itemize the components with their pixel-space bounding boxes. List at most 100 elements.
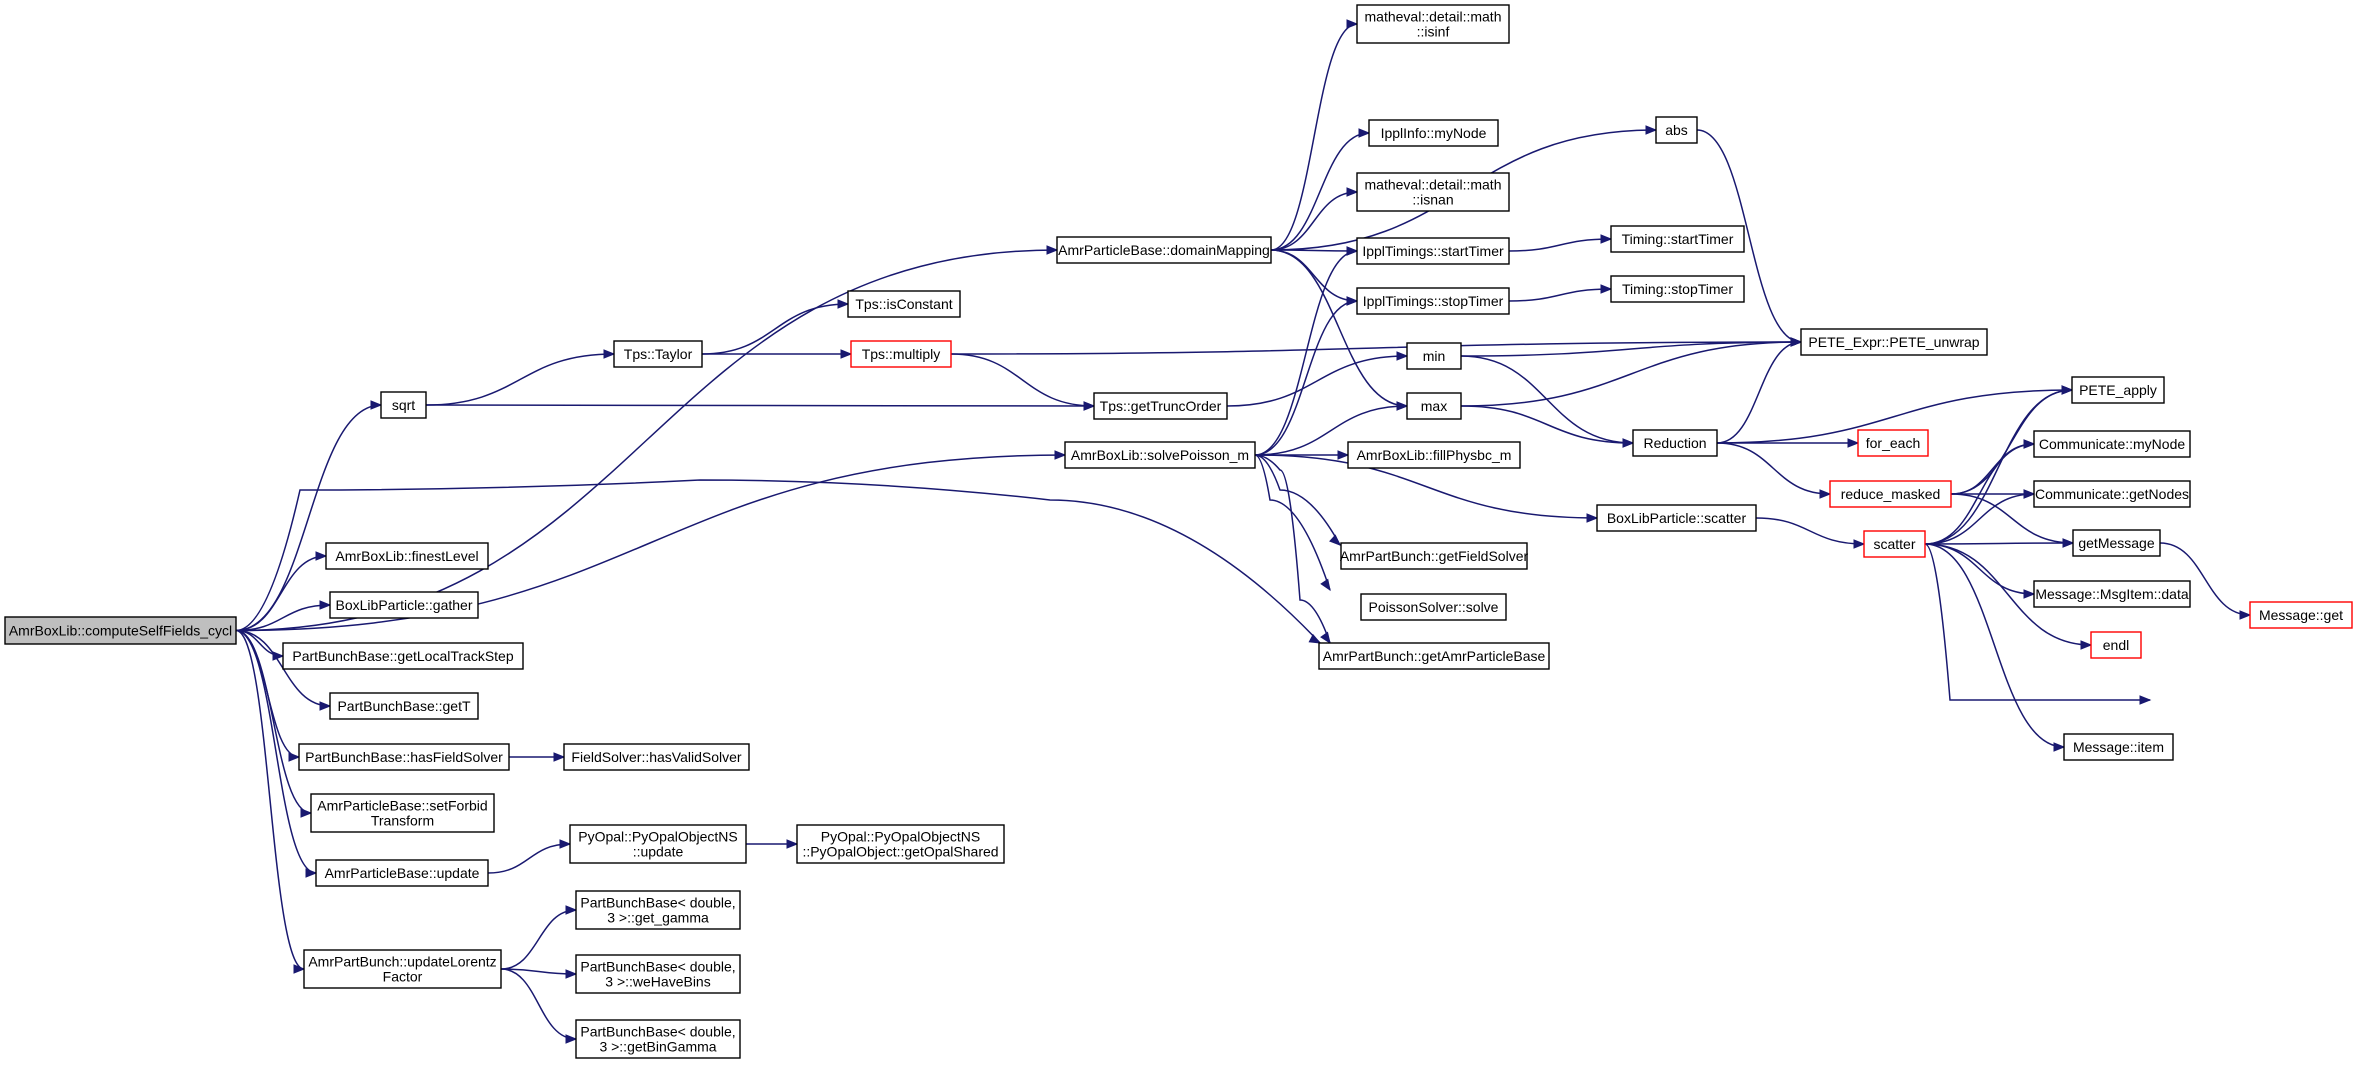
node-getBinGamma[interactable]: PartBunchBase< double,3 >::getBinGamma — [575, 1019, 741, 1059]
node-msgItem[interactable]: Message::item — [2063, 733, 2174, 761]
node-reduction[interactable]: Reduction — [1632, 429, 1718, 457]
node-reduceMasked[interactable]: reduce_masked — [1829, 480, 1952, 508]
node-max[interactable]: max — [1406, 392, 1462, 420]
node-getAmrParticleBase[interactable]: AmrPartBunch::getAmrParticleBase — [1318, 642, 1550, 670]
arrowhead — [1819, 489, 1832, 499]
node-isinf[interactable]: matheval::detail::math::isinf — [1356, 4, 1510, 44]
node-box — [2090, 631, 2142, 659]
node-pyGetOpalShared[interactable]: PyOpal::PyOpalObjectNS::PyOpalObject::ge… — [796, 824, 1005, 864]
edge-solvePoisson-to-getAmrParticleBase — [1254, 454, 1331, 645]
edge-line — [235, 454, 1066, 632]
node-stopTimer[interactable]: IpplTimings::stopTimer — [1356, 287, 1510, 315]
node-getTruncOrder[interactable]: Tps::getTruncOrder — [1093, 392, 1228, 420]
node-box — [2033, 480, 2191, 508]
node-blpScatter[interactable]: BoxLibParticle::scatter — [1596, 504, 1757, 532]
node-apbUpdate[interactable]: AmrParticleBase::update — [315, 859, 489, 887]
node-gather[interactable]: BoxLibParticle::gather — [329, 591, 479, 619]
node-finestLevel[interactable]: AmrBoxLib::finestLevel — [325, 542, 489, 570]
edge-line — [1270, 132, 1370, 251]
edge-line — [1924, 389, 2073, 545]
node-fillPhysbc[interactable]: AmrBoxLib::fillPhysbc_m — [1347, 441, 1521, 469]
edge-line — [1924, 543, 2150, 701]
node-taylor[interactable]: Tps::Taylor — [613, 340, 703, 368]
arrowhead — [565, 1034, 578, 1044]
edge-line — [1270, 249, 1358, 302]
node-label: endl — [2103, 637, 2129, 653]
edge-scatter-to-commMyNode — [1924, 439, 2036, 545]
node-label: PETE_Expr::PETE_unwrap — [1808, 334, 1979, 350]
node-label: 3 >::weHaveBins — [605, 974, 710, 990]
node-weHaveBins[interactable]: PartBunchBase< double,3 >::weHaveBins — [575, 954, 741, 994]
edge-line — [950, 353, 1095, 407]
node-getT[interactable]: PartBunchBase::getT — [329, 692, 479, 720]
edge-line — [500, 909, 577, 970]
node-timingStop[interactable]: Timing::stopTimer — [1610, 275, 1745, 303]
node-scatter[interactable]: scatter — [1863, 530, 1926, 558]
arrowhead — [1600, 234, 1613, 244]
node-startTimer[interactable]: IpplTimings::startTimer — [1356, 237, 1510, 265]
edge-root-to-apbUpdate — [235, 629, 318, 878]
node-timingStart[interactable]: Timing::startTimer — [1610, 225, 1745, 253]
node-getGamma[interactable]: PartBunchBase< double,3 >::get_gamma — [575, 890, 741, 930]
edge-line — [1924, 493, 2035, 545]
node-endl[interactable]: endl — [2090, 631, 2142, 659]
node-solvePoisson[interactable]: AmrBoxLib::solvePoisson_m — [1064, 441, 1256, 469]
edge-line — [1716, 389, 2073, 444]
arrowhead — [1320, 631, 1331, 645]
node-commMyNode[interactable]: Communicate::myNode — [2033, 430, 2191, 458]
arrowhead — [559, 839, 572, 849]
node-commGetNodes[interactable]: Communicate::getNodes — [2033, 480, 2191, 508]
edge-line — [1270, 23, 1358, 251]
node-msgGet[interactable]: Message::get — [2249, 601, 2353, 629]
node-box — [1406, 342, 1462, 370]
arrowhead — [1083, 401, 1096, 411]
node-box — [2249, 601, 2353, 629]
edge-reduceMasked-to-commGetNodes — [1951, 489, 2036, 499]
edge-domainMapping-to-myNode — [1270, 128, 1371, 251]
edge-scatter-to-peteApply — [1924, 385, 2074, 545]
node-myNode[interactable]: IpplInfo::myNode — [1368, 119, 1499, 147]
node-label: max — [1421, 398, 1447, 414]
node-pyUpdate[interactable]: PyOpal::PyOpalObjectNS::update — [569, 824, 747, 864]
node-label: PyOpal::PyOpalObjectNS — [821, 829, 981, 845]
node-label: reduce_masked — [1841, 486, 1941, 502]
edge-line — [487, 843, 571, 874]
edge-line — [1924, 543, 2035, 595]
arrowhead — [1054, 450, 1067, 460]
node-hasValidSolver[interactable]: FieldSolver::hasValidSolver — [563, 743, 750, 771]
node-getFieldSolver[interactable]: AmrPartBunch::getFieldSolver — [1340, 542, 1529, 570]
edge-scatter-to-msgItem — [1924, 543, 2066, 752]
node-sqrt[interactable]: sqrt — [380, 391, 427, 419]
edge-line — [235, 629, 305, 970]
node-isnan[interactable]: matheval::detail::math::isnan — [1356, 172, 1510, 212]
node-peteUnwrap[interactable]: PETE_Expr::PETE_unwrap — [1800, 328, 1988, 356]
node-domainMapping[interactable]: AmrParticleBase::domainMapping — [1056, 236, 1272, 264]
edge-line — [1755, 517, 1865, 545]
node-psSolve[interactable]: PoissonSolver::solve — [1360, 593, 1507, 621]
arrowhead — [1329, 534, 1341, 546]
node-root[interactable]: AmrBoxLib::computeSelfFields_cycl — [4, 616, 237, 645]
node-multiply[interactable]: Tps::multiply — [850, 340, 952, 368]
node-label: AmrParticleBase::update — [325, 865, 480, 881]
node-label: IpplTimings::startTimer — [1362, 243, 1504, 259]
node-label: Tps::getTruncOrder — [1100, 398, 1222, 414]
arrowhead — [319, 600, 332, 610]
node-box — [1318, 642, 1550, 670]
node-isConstant[interactable]: Tps::isConstant — [847, 290, 961, 318]
node-min[interactable]: min — [1406, 342, 1462, 370]
node-getLocalTrackStep[interactable]: PartBunchBase::getLocalTrackStep — [282, 642, 524, 670]
node-forEach[interactable]: for_each — [1857, 429, 1929, 457]
node-label: PartBunchBase::getLocalTrackStep — [292, 648, 513, 664]
node-abs[interactable]: abs — [1655, 116, 1698, 144]
node-hasFieldSolver[interactable]: PartBunchBase::hasFieldSolver — [298, 743, 510, 771]
node-label: PyOpal::PyOpalObjectNS — [578, 829, 738, 845]
node-peteApply[interactable]: PETE_apply — [2071, 376, 2165, 404]
arrowhead — [1853, 539, 1866, 549]
arrowhead — [837, 299, 850, 309]
node-msgItemData[interactable]: Message::MsgItem::data — [2033, 580, 2191, 608]
node-label: PartBunchBase< double, — [580, 1024, 735, 1040]
node-getMessage[interactable]: getMessage — [2072, 529, 2161, 557]
